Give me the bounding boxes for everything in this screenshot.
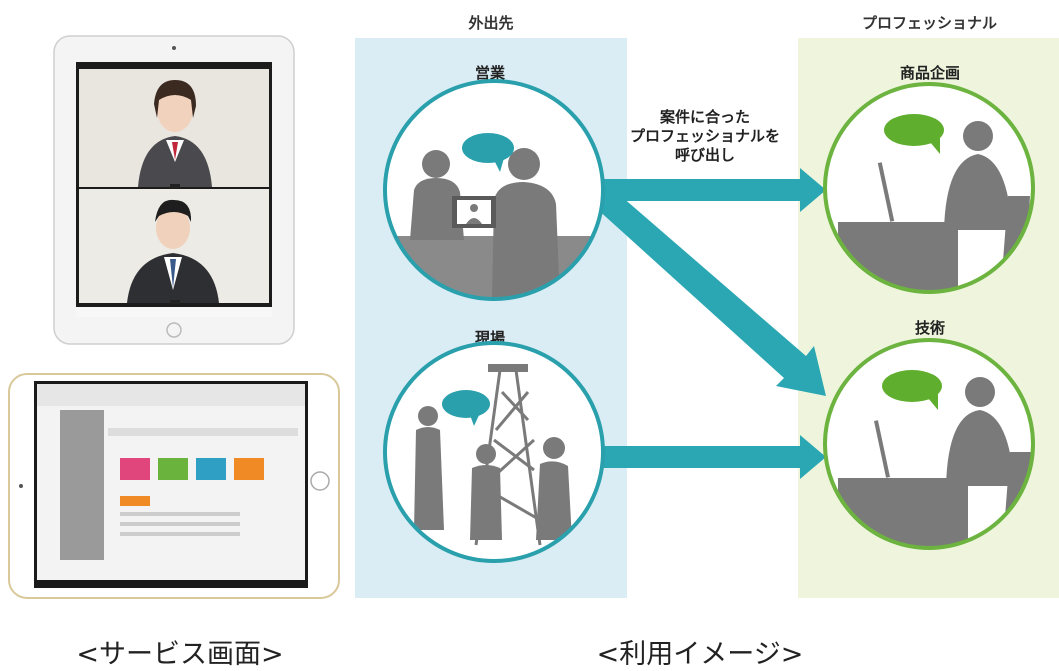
speech-bubble-icon — [884, 114, 944, 146]
tech-circle — [823, 338, 1035, 550]
professional-column-title: プロフェッショナル — [861, 14, 997, 32]
arrow-to-planning — [598, 168, 826, 212]
arrow-to-tech-diagonal — [596, 190, 826, 396]
speech-bubble-icon — [462, 133, 514, 163]
speech-bubble-icon — [882, 370, 942, 402]
arrow-site-to-tech — [598, 435, 826, 479]
sales-label: 営業 — [474, 64, 505, 82]
usage-image-caption: <利用イメージ> — [596, 639, 804, 670]
arrow-annotation-line3: 呼び出し — [674, 146, 735, 164]
sales-circle — [383, 79, 605, 301]
arrows — [596, 168, 826, 479]
planning-label: 商品企画 — [899, 64, 960, 82]
arrow-annotation: 案件に合った プロフェッショナルを 呼び出し — [610, 108, 800, 165]
field-column-title: 外出先 — [468, 14, 514, 32]
arrow-annotation-line1: 案件に合った — [659, 108, 750, 126]
arrow-annotation-line2: プロフェッショナルを — [629, 127, 780, 145]
service-screen-caption: <サービス画面> — [76, 639, 284, 670]
planning-circle — [823, 82, 1035, 294]
portrait-tablet — [53, 35, 295, 345]
tech-label: 技術 — [914, 319, 945, 337]
landscape-tablet — [8, 373, 340, 599]
speech-bubble-icon — [442, 390, 490, 418]
site-circle — [383, 341, 605, 563]
